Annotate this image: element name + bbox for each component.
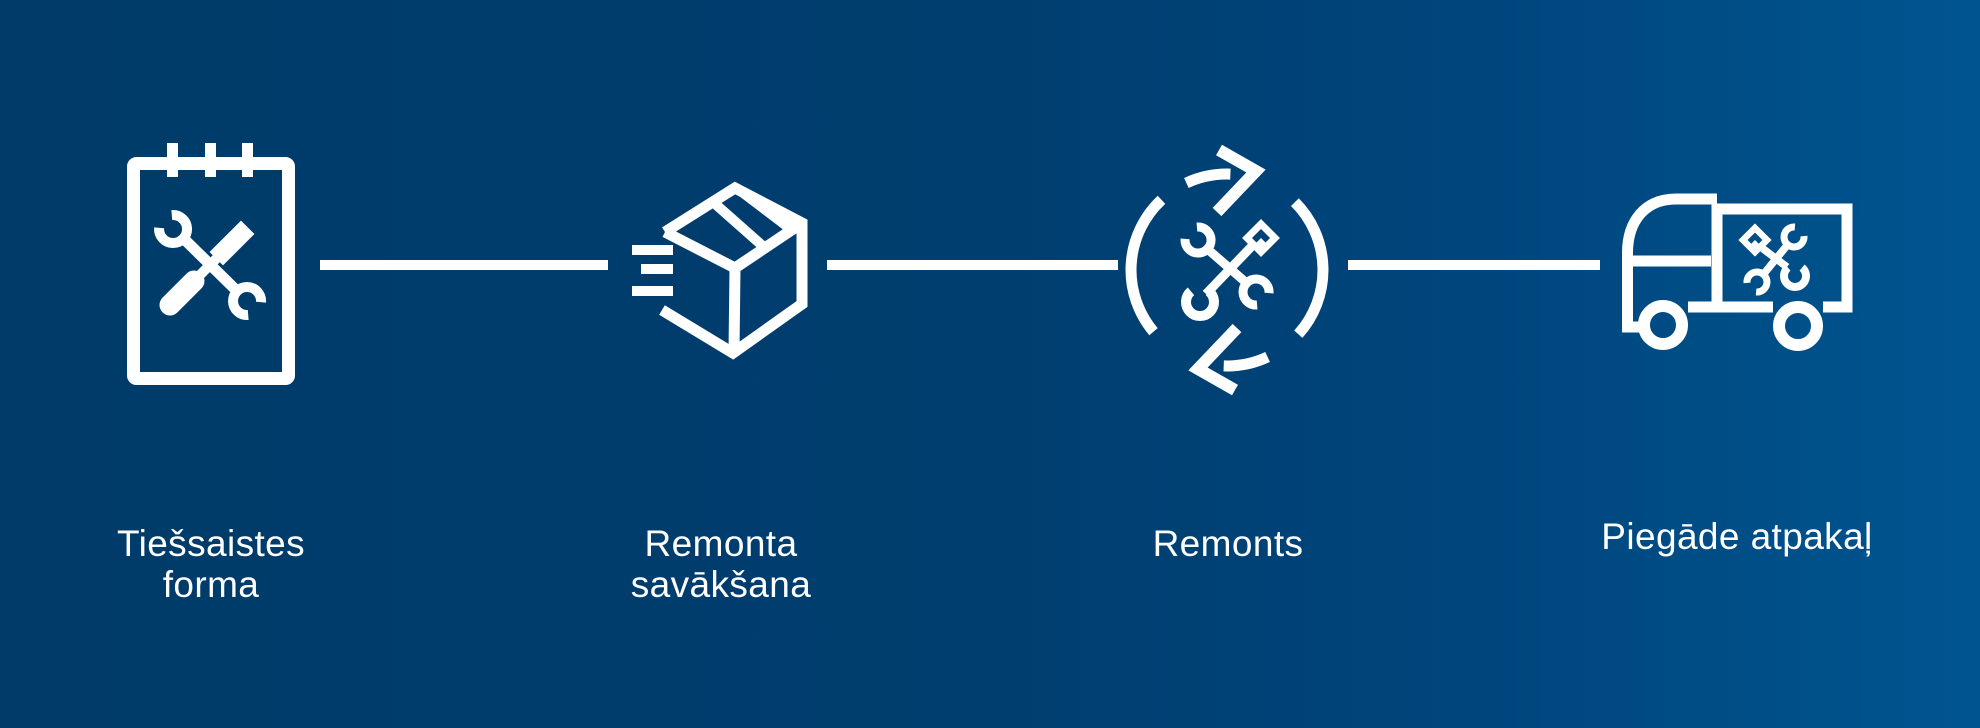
connector-line [827, 260, 1118, 270]
notepad-tools-icon [127, 143, 295, 387]
connector-line [320, 260, 608, 270]
connector-line [1348, 260, 1600, 270]
step-label-repair-collection: Remonta savākšana [551, 523, 891, 605]
step-label-line: Remonta [644, 523, 798, 564]
step-label-repair: Remonts [1058, 523, 1398, 564]
step-label-line: Piegāde atpakaļ [1601, 516, 1873, 557]
step-label-line: savākšana [630, 564, 812, 605]
delivery-truck-icon [1620, 192, 1854, 354]
step-label-online-form: Tiešsaistes forma [41, 523, 381, 605]
step-label-line: forma [162, 564, 260, 605]
shipping-box-icon [630, 181, 810, 360]
step-label-delivery-back: Piegāde atpakaļ [1567, 516, 1907, 557]
repair-cycle-icon [1122, 144, 1332, 396]
step-label-line: Tiešsaistes [116, 523, 306, 564]
step-label-line: Remonts [1152, 523, 1304, 564]
